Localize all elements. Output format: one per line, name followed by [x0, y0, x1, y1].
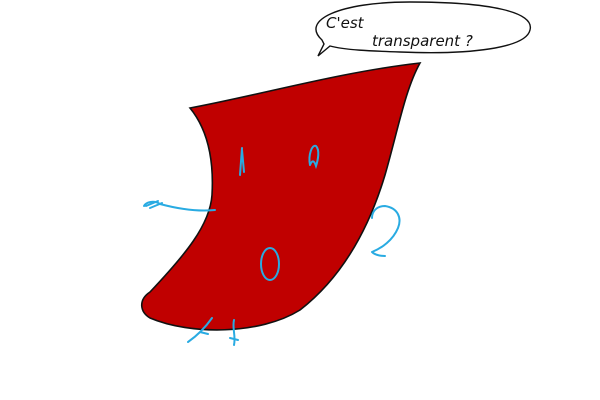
- right-eye: [308, 144, 320, 170]
- right-leg: [229, 319, 239, 346]
- left-leg: [187, 317, 213, 343]
- speech-bubble-outline: [315, 1, 531, 57]
- legs: [187, 317, 239, 346]
- right-arm: [371, 204, 401, 257]
- speech-bubble: C'est transparent ?: [315, 1, 531, 57]
- eyes: [239, 144, 320, 176]
- left-arm: [143, 200, 216, 212]
- speech-line-2: transparent ?: [372, 32, 473, 50]
- cape-body: [140, 62, 422, 331]
- left-eye: [239, 147, 245, 176]
- speech-line-1: C'est: [326, 14, 365, 32]
- mouth: [260, 247, 280, 281]
